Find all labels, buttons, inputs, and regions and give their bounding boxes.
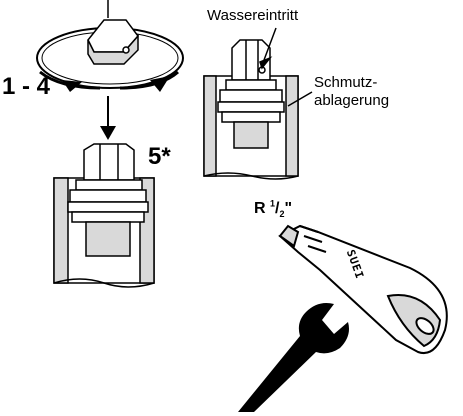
- step5-label: 5*: [148, 143, 171, 170]
- thread-denominator: 2: [279, 209, 285, 220]
- water-inlet-label: Wassereintritt: [207, 7, 299, 24]
- steps-label: 1 - 4: [2, 73, 51, 100]
- down-arrow-icon: [100, 96, 116, 140]
- valve-cartridge-icon: [53, 143, 155, 288]
- thread-numerator: 1: [270, 198, 276, 209]
- dirt-deposit-label: Schmutz- ablagerung: [314, 74, 424, 110]
- dirt-label-line2: ablagerung: [314, 92, 390, 109]
- dirt-label-line1: Schmutz-: [314, 74, 378, 91]
- wrench-icon: [238, 303, 349, 412]
- hex-head-small: [87, 0, 139, 65]
- cleaning-nozzle-icon: [278, 224, 448, 354]
- valve-cartridge-housing-icon: [203, 27, 313, 180]
- thread-suffix: ": [284, 200, 293, 217]
- thread-size-label: R 1/2": [254, 198, 293, 220]
- thread-prefix: R: [254, 200, 270, 217]
